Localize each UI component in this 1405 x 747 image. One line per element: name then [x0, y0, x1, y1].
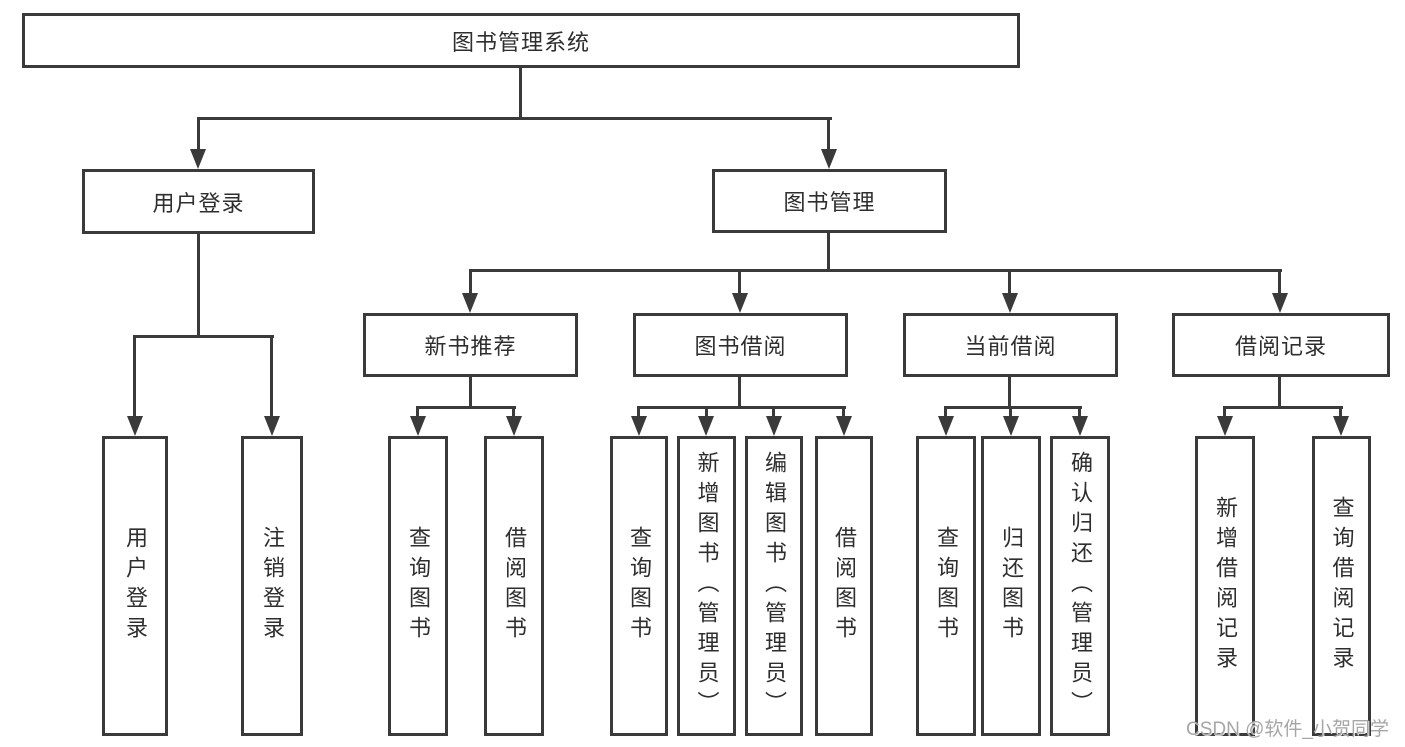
arrow-down-icon — [766, 416, 782, 436]
arrow-down-icon — [836, 416, 852, 436]
connector-segment — [197, 234, 200, 336]
connector-segment — [1009, 406, 1012, 418]
connector-segment — [469, 269, 1282, 272]
arrow-down-icon — [1002, 293, 1018, 313]
connector-segment — [827, 117, 830, 151]
node-user-login: 用户登录 — [82, 169, 315, 234]
connector-segment — [738, 269, 741, 295]
arrow-down-icon — [264, 416, 280, 436]
leaf-add-book-admin: 新增图书（管理员） — [677, 436, 736, 736]
leaf-borrow-book-2: 借阅图书 — [815, 436, 873, 736]
leaf-query-book-2: 查询图书 — [610, 436, 668, 736]
connector-segment — [512, 406, 515, 418]
connector-segment — [637, 406, 640, 418]
connector-segment — [416, 406, 516, 409]
connector-segment — [270, 335, 273, 418]
arrow-down-icon — [1272, 293, 1288, 313]
arrow-down-icon — [1072, 416, 1088, 436]
node-new-book-recommend: 新书推荐 — [363, 313, 578, 377]
node-root: 图书管理系统 — [22, 13, 1020, 68]
leaf-confirm-return-admin: 确认归还（管理员） — [1050, 436, 1110, 736]
connector-segment — [1223, 406, 1226, 418]
leaf-label: 注销登录 — [260, 526, 285, 646]
connector-segment — [1278, 269, 1281, 295]
leaf-label: 借阅图书 — [502, 526, 527, 646]
node-current-borrow: 当前借阅 — [903, 313, 1118, 377]
leaf-label: 借阅图书 — [832, 526, 857, 646]
leaf-query-book-3: 查询图书 — [916, 436, 976, 736]
connector-segment — [842, 406, 845, 418]
leaf-label: 查询借阅记录 — [1329, 496, 1355, 676]
leaf-user-login: 用户登录 — [102, 436, 168, 736]
leaf-label: 编辑图书（管理员） — [762, 451, 787, 721]
arrow-down-icon — [732, 293, 748, 313]
arrow-down-icon — [1217, 416, 1233, 436]
connector-segment — [944, 406, 947, 418]
leaf-add-borrow-record: 新增借阅记录 — [1195, 436, 1255, 736]
leaf-query-borrow-record: 查询借阅记录 — [1312, 436, 1371, 736]
leaf-label: 确认归还（管理员） — [1068, 451, 1093, 721]
connector-segment — [1278, 377, 1281, 408]
leaf-label: 用户登录 — [123, 526, 148, 646]
connector-segment — [469, 377, 472, 408]
node-book-borrow: 图书借阅 — [633, 313, 848, 377]
connector-segment — [519, 68, 522, 118]
connector-segment — [827, 233, 830, 271]
connector-segment — [133, 335, 274, 338]
connector-segment — [1008, 377, 1011, 408]
node-borrow-records: 借阅记录 — [1172, 313, 1390, 377]
connector-segment — [1223, 406, 1343, 409]
connector-segment — [197, 117, 832, 120]
connector-segment — [1339, 406, 1342, 418]
connector-segment — [705, 406, 708, 418]
arrow-down-icon — [631, 416, 647, 436]
connector-segment — [133, 335, 136, 418]
connector-segment — [197, 117, 200, 151]
leaf-label: 查询图书 — [934, 526, 959, 646]
connector-segment — [1008, 269, 1011, 295]
connector-segment — [772, 406, 775, 418]
connector-segment — [738, 377, 741, 408]
node-book-management: 图书管理 — [712, 169, 947, 233]
connector-segment — [637, 406, 846, 409]
arrow-down-icon — [1003, 416, 1019, 436]
watermark: CSDN @软件_小贺同学 — [1186, 719, 1389, 740]
arrow-down-icon — [127, 416, 143, 436]
leaf-label: 查询图书 — [627, 526, 652, 646]
arrow-down-icon — [410, 416, 426, 436]
arrow-down-icon — [938, 416, 954, 436]
arrow-down-icon — [190, 149, 206, 169]
leaf-label: 新增借阅记录 — [1213, 496, 1238, 676]
leaf-edit-book-admin: 编辑图书（管理员） — [745, 436, 803, 736]
arrow-down-icon — [1333, 416, 1349, 436]
leaf-label: 归还图书 — [999, 526, 1024, 646]
connector-segment — [416, 406, 419, 418]
arrow-down-icon — [462, 293, 478, 313]
arrow-down-icon — [821, 149, 837, 169]
connector-segment — [1078, 406, 1081, 418]
arrow-down-icon — [506, 416, 522, 436]
leaf-logout: 注销登录 — [241, 436, 303, 736]
arrow-down-icon — [698, 416, 714, 436]
leaf-label: 查询图书 — [406, 526, 431, 646]
leaf-borrow-book-1: 借阅图书 — [484, 436, 544, 736]
connector-segment — [469, 269, 472, 295]
leaf-label: 新增图书（管理员） — [694, 451, 720, 721]
leaf-query-book-1: 查询图书 — [388, 436, 448, 736]
connector-segment — [944, 406, 1082, 409]
leaf-return-book: 归还图书 — [981, 436, 1041, 736]
